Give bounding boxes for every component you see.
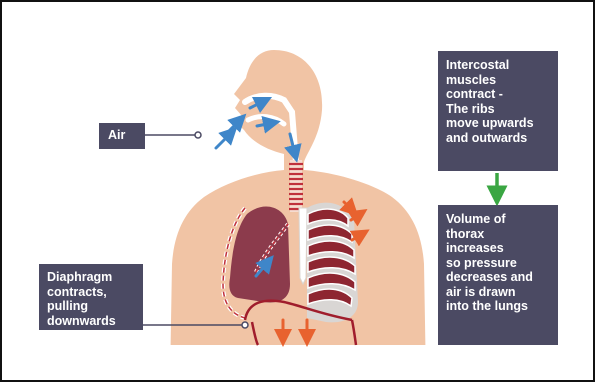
label-diaphragm: Diaphragm contracts, pulling downwards xyxy=(39,264,143,330)
label-diaphragm-line: pulling xyxy=(47,299,135,314)
label-volume-line: thorax xyxy=(446,227,550,242)
label-intercostal-line: Intercostal xyxy=(446,58,550,73)
label-intercostal-line: contract - xyxy=(446,87,550,102)
label-intercostal-line: muscles xyxy=(446,73,550,88)
label-volume-line: so pressure xyxy=(446,256,550,271)
label-intercostal-muscles: Intercostal muscles contract - The ribs … xyxy=(438,51,558,171)
body-silhouette xyxy=(170,50,426,380)
label-volume-line: Volume of xyxy=(446,212,550,227)
label-volume-line: air is drawn xyxy=(446,285,550,300)
label-intercostal-line: and outwards xyxy=(446,131,550,146)
label-volume-line: decreases and xyxy=(446,270,550,285)
label-intercostal-line: The ribs xyxy=(446,102,550,117)
label-intercostal-line: move upwards xyxy=(446,116,550,131)
sternum xyxy=(299,208,307,284)
label-volume-line: increases xyxy=(446,241,550,256)
label-air-line: Air xyxy=(108,128,136,143)
label-diaphragm-line: Diaphragm xyxy=(47,270,135,285)
label-volume-line: into the lungs xyxy=(446,299,550,314)
label-diaphragm-line: downwards xyxy=(47,314,135,329)
label-diaphragm-line: contracts, xyxy=(47,285,135,300)
label-thorax-volume: Volume of thorax increases so pressure d… xyxy=(438,205,558,345)
trachea xyxy=(289,160,303,212)
label-air: Air xyxy=(99,123,145,149)
